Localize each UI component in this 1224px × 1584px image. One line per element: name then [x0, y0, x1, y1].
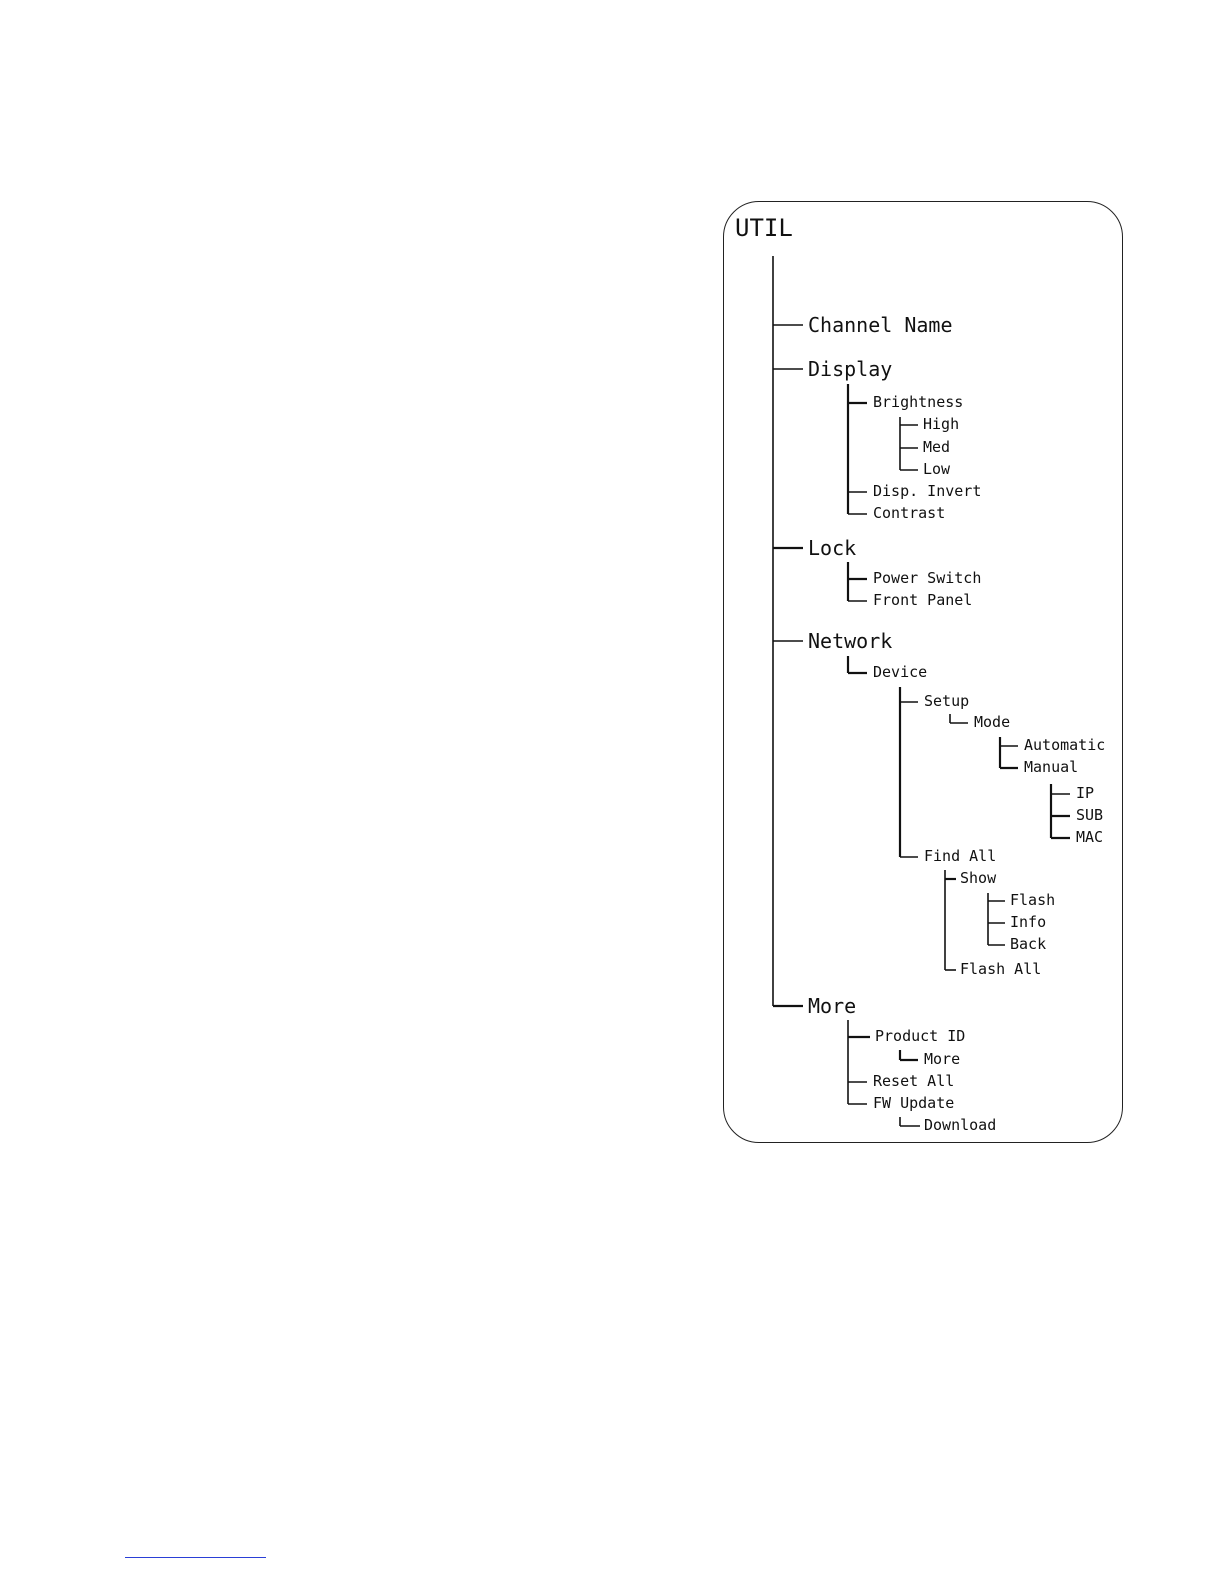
menu-item-back: Back: [1010, 937, 1046, 952]
menu-item-find-all: Find All: [924, 849, 996, 864]
menu-item-mac: MAC: [1076, 830, 1103, 845]
menu-item-front-panel: Front Panel: [873, 593, 972, 608]
menu-item-flash: Flash: [1010, 893, 1055, 908]
menu-item-disp-invert: Disp. Invert: [873, 484, 981, 499]
menu-item-brightness: Brightness: [873, 395, 963, 410]
menu-item-power-switch: Power Switch: [873, 571, 981, 586]
menu-item-flash-all: Flash All: [960, 962, 1041, 977]
menu-item-brightness-high: High: [923, 417, 959, 432]
menu-item-device: Device: [873, 665, 927, 680]
menu-item-brightness-low: Low: [923, 462, 950, 477]
menu-item-ip: IP: [1076, 786, 1094, 801]
menu-item-download: Download: [924, 1118, 996, 1133]
footnote-separator-line: [125, 1557, 266, 1558]
menu-item-setup: Setup: [924, 694, 969, 709]
menu-item-product-id-more: More: [924, 1052, 960, 1067]
menu-item-display: Display: [808, 359, 892, 379]
menu-item-fw-update: FW Update: [873, 1096, 954, 1111]
menu-item-product-id: Product ID: [875, 1029, 965, 1044]
menu-item-contrast: Contrast: [873, 506, 945, 521]
menu-item-channel-name: Channel Name: [808, 315, 953, 335]
menu-item-info: Info: [1010, 915, 1046, 930]
menu-item-show: Show: [960, 871, 996, 886]
menu-item-automatic: Automatic: [1024, 738, 1105, 753]
menu-item-network: Network: [808, 631, 892, 651]
menu-item-reset-all: Reset All: [873, 1074, 954, 1089]
menu-item-lock: Lock: [808, 538, 856, 558]
menu-item-manual: Manual: [1024, 760, 1078, 775]
menu-item-sub: SUB: [1076, 808, 1103, 823]
menu-item-more: More: [808, 996, 856, 1016]
menu-root-util: UTIL: [735, 216, 793, 240]
menu-item-brightness-med: Med: [923, 440, 950, 455]
menu-item-mode: Mode: [974, 715, 1010, 730]
